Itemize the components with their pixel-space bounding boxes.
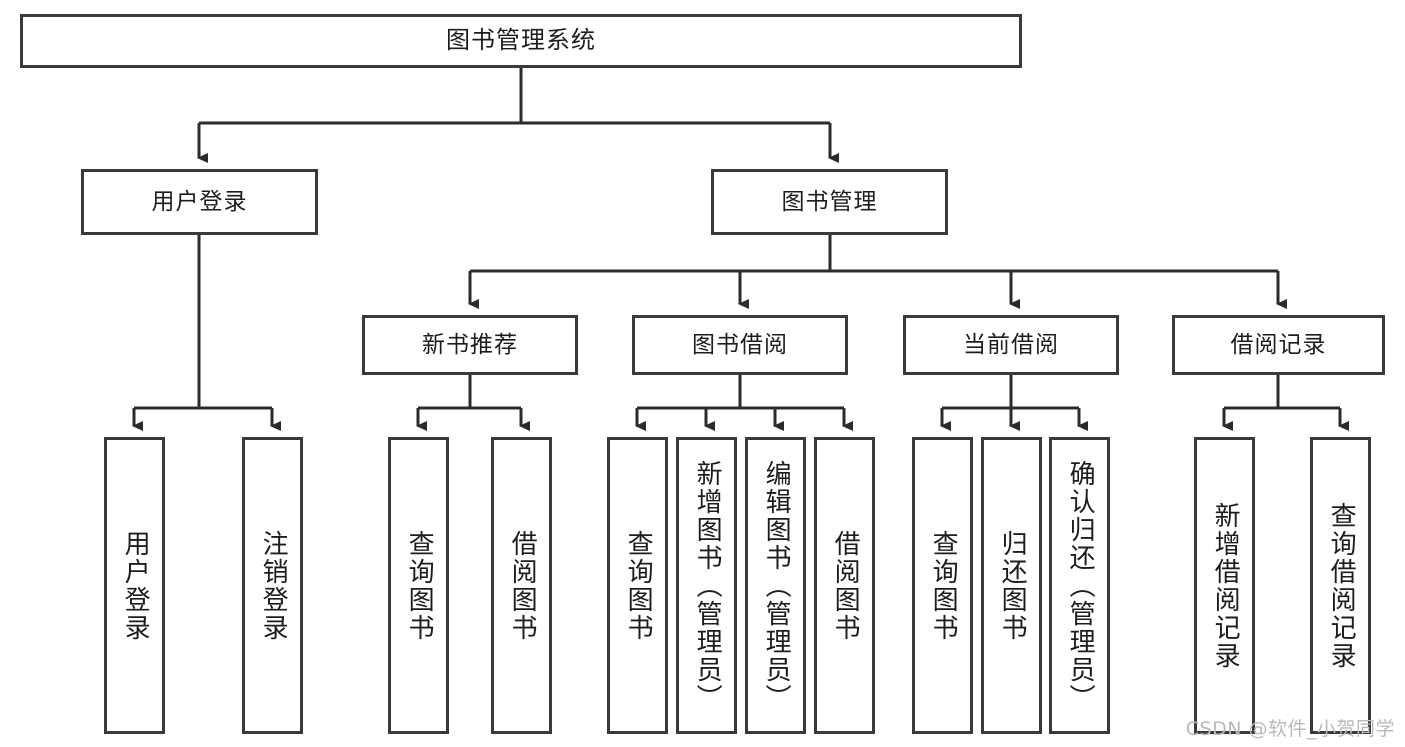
node-label: 归还图书 <box>997 529 1028 642</box>
node-label: 借阅图书 <box>507 529 538 642</box>
node-label: 查询图书 <box>623 529 654 642</box>
leaf-borrow-book[interactable]: 借阅图书 <box>814 437 875 734</box>
node-label: 新书推荐 <box>422 331 518 358</box>
node-label: 编辑图书（管理员） <box>761 459 792 712</box>
node-label: 当前借阅 <box>963 331 1059 358</box>
leaf-add-borrow-record[interactable]: 新增借阅记录 <box>1194 437 1255 734</box>
node-label: 新增借阅记录 <box>1210 501 1241 670</box>
node-label: 查询借阅记录 <box>1326 501 1357 670</box>
leaf-query-book-recommend[interactable]: 查询图书 <box>388 437 449 734</box>
leaf-add-book-admin[interactable]: 新增图书（管理员） <box>676 437 737 734</box>
leaf-query-book-current[interactable]: 查询图书 <box>912 437 973 734</box>
node-root[interactable]: 图书管理系统 <box>20 14 1022 68</box>
node-label: 借阅图书 <box>830 529 861 642</box>
node-user-login[interactable]: 用户登录 <box>81 169 318 235</box>
node-book-management[interactable]: 图书管理 <box>711 169 948 235</box>
node-label: 新增图书（管理员） <box>692 459 723 712</box>
node-label: 借阅记录 <box>1230 331 1327 358</box>
node-label: 确认归还（管理员） <box>1065 459 1096 712</box>
node-label: 查询图书 <box>404 529 435 642</box>
leaf-logout[interactable]: 注销登录 <box>242 437 303 734</box>
leaf-return-book[interactable]: 归还图书 <box>981 437 1042 734</box>
node-label: 注销登录 <box>258 529 289 642</box>
watermark: CSDN @软件_小贺同学 <box>1185 718 1395 740</box>
node-label: 用户登录 <box>120 529 151 642</box>
node-new-book-recommend[interactable]: 新书推荐 <box>362 315 578 375</box>
node-label: 图书借阅 <box>692 331 788 358</box>
node-label: 查询图书 <box>928 529 959 642</box>
leaf-edit-book-admin[interactable]: 编辑图书（管理员） <box>745 437 806 734</box>
leaf-user-login[interactable]: 用户登录 <box>104 437 165 734</box>
node-label: 图书管理 <box>781 188 878 215</box>
leaf-borrow-book-recommend[interactable]: 借阅图书 <box>491 437 552 734</box>
node-borrow-records[interactable]: 借阅记录 <box>1172 315 1385 375</box>
leaf-query-book-borrow[interactable]: 查询图书 <box>607 437 668 734</box>
leaf-query-borrow-record[interactable]: 查询借阅记录 <box>1310 437 1371 734</box>
node-book-borrow[interactable]: 图书借阅 <box>632 315 848 375</box>
node-label: 用户登录 <box>151 188 248 215</box>
node-label: 图书管理系统 <box>446 26 596 55</box>
leaf-confirm-return-admin[interactable]: 确认归还（管理员） <box>1049 437 1110 734</box>
node-current-borrow[interactable]: 当前借阅 <box>903 315 1119 375</box>
